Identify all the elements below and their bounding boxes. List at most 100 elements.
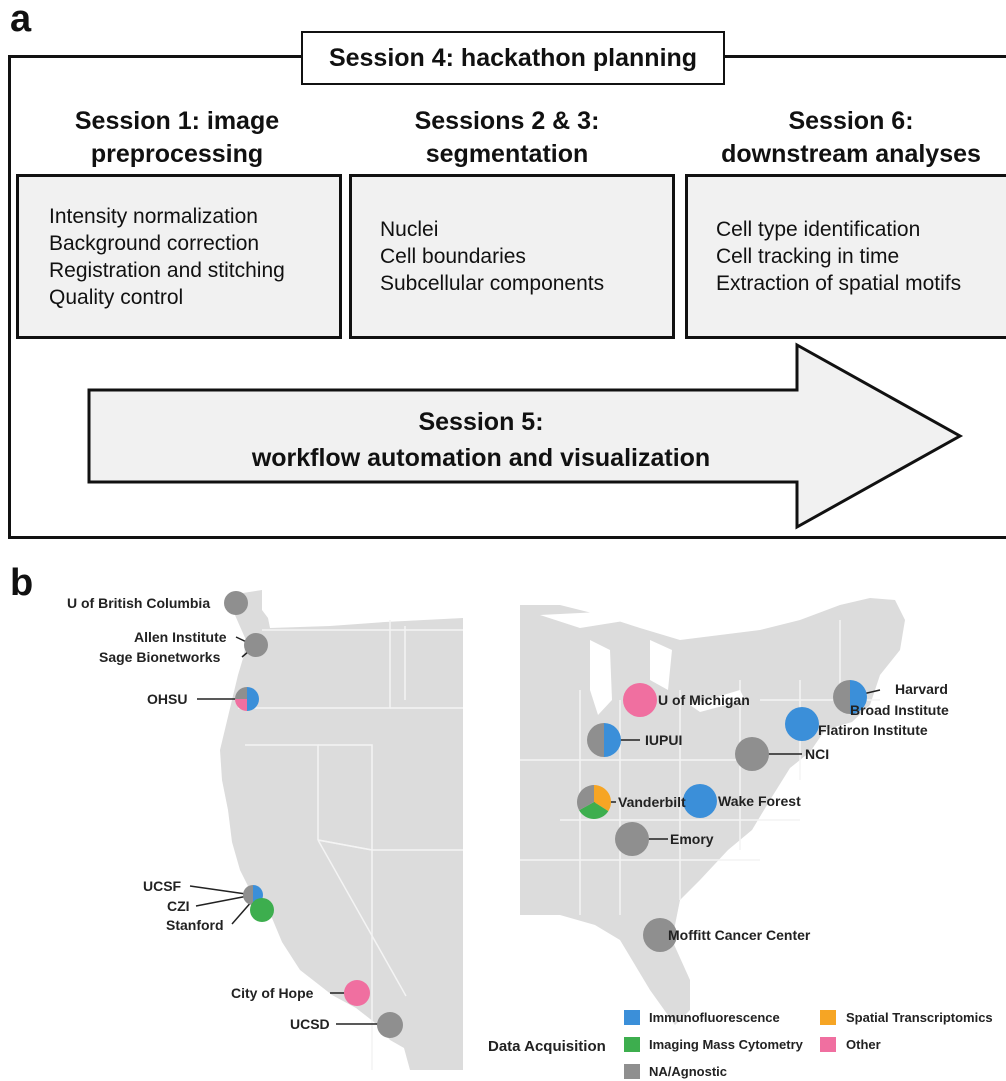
session-2-3-box: Nuclei Cell boundaries Subcellular compo…: [349, 174, 675, 339]
pie-slice: [683, 784, 717, 818]
pie-marker-u-of-british-columbia: [224, 591, 248, 615]
pie-slice: [377, 1012, 403, 1038]
west-coast-landmass: [220, 590, 463, 1070]
session-5-arrow: [87, 342, 964, 530]
session-1-title-line2: preprocessing: [90, 140, 264, 168]
pie-slice: [833, 680, 850, 714]
legend-swatch-na-agnostic: [624, 1064, 640, 1079]
pie-marker-flatiron-institute: [785, 707, 819, 741]
legend-swatch-immunofluorescence: [624, 1010, 640, 1025]
site-label-czi: CZI: [167, 898, 190, 914]
pie-slice: [224, 591, 248, 615]
pie-marker-nci: [735, 737, 769, 771]
session-1-title: Session 1: image preprocessing: [18, 105, 336, 171]
pie-marker-harvard: [833, 680, 867, 714]
pie-slice: [785, 707, 819, 741]
data-acquisition-legend: Data Acquisition Immunofluorescence Spat…: [488, 1010, 993, 1079]
pie-slice: [735, 737, 769, 771]
legend-swatch-imaging-mass-cytometry: [624, 1037, 640, 1052]
legend-title: Data Acquisition: [488, 1038, 606, 1055]
site-label-city-of-hope: City of Hope: [231, 985, 314, 1001]
session-2-3-title: Sessions 2 & 3: segmentation: [352, 105, 662, 171]
session-1-item: Intensity normalization: [49, 204, 258, 228]
pie-marker-moffitt-cancer-center: [643, 918, 677, 952]
site-label-emory: Emory: [670, 831, 714, 847]
pie-slice: [250, 898, 274, 922]
site-label-ucsd: UCSD: [290, 1016, 330, 1032]
pie-marker-ucsd: [377, 1012, 403, 1038]
session-1-item: Registration and stitching: [49, 258, 285, 282]
legend-label-other: Other: [846, 1037, 881, 1052]
pie-slice: [604, 723, 621, 757]
pie-slice: [235, 687, 247, 699]
pie-slice: [244, 633, 268, 657]
pie-slice: [344, 980, 370, 1006]
site-label-broad: Broad Institute: [850, 702, 949, 718]
site-label-ucsf: UCSF: [143, 878, 182, 894]
site-label-allen: Allen Institute: [134, 629, 227, 645]
pie-slice: [579, 802, 609, 820]
pie-slice: [587, 723, 604, 757]
session-6-item: Cell tracking in time: [716, 245, 900, 268]
session-5-label-line2: workflow automation and visualization: [251, 444, 711, 472]
site-label-stanford: Stanford: [166, 917, 224, 933]
legend-label-na-agnostic: NA/Agnostic: [649, 1064, 727, 1079]
pie-marker-vanderbilt: [576, 785, 611, 820]
session-6-item: Extraction of spatial motifs: [716, 272, 962, 295]
session-2-3-title-line2: segmentation: [425, 140, 589, 168]
session-5-label-line1: Session 5:: [418, 408, 544, 436]
session-1-item: Background correction: [49, 231, 260, 255]
site-label-vanderbilt: Vanderbilt: [618, 794, 686, 810]
legend-swatch-other: [820, 1037, 836, 1052]
legend-swatch-spatial-transcriptomics: [820, 1010, 836, 1025]
pie-slice: [247, 687, 259, 711]
session-2-3-item: Nuclei: [380, 218, 439, 241]
site-label-ohsu: OHSU: [147, 691, 187, 707]
pie-slice: [643, 918, 677, 952]
session-2-3-item: Subcellular components: [380, 272, 605, 295]
pie-marker-stanford: [250, 898, 274, 922]
site-label-moffitt: Moffitt Cancer Center: [668, 927, 811, 943]
session-6-item: Cell type identification: [716, 218, 921, 241]
pie-marker-iupui: [587, 723, 621, 757]
site-label-sage: Sage Bionetworks: [99, 649, 221, 665]
pie-slice: [623, 683, 657, 717]
lake-superior: [540, 612, 630, 628]
session-6-title: Session 6: downstream analyses: [696, 105, 1006, 171]
session-5-arrow-shape: [87, 342, 964, 530]
pie-marker-wake-forest: [683, 784, 717, 818]
session-6-title-line2: downstream analyses: [721, 140, 981, 168]
lake-michigan: [590, 640, 612, 715]
panel-a-letter: a: [10, 0, 32, 40]
session-6-box: Cell type identification Cell tracking i…: [685, 174, 1006, 339]
pie-slice: [243, 885, 253, 905]
session-1-title-line1: Session 1: image: [74, 107, 280, 135]
pie-marker-ohsu: [235, 687, 259, 711]
session-1-box: Intensity normalization Background corre…: [16, 174, 342, 339]
pie-slice: [576, 785, 594, 811]
legend-label-immunofluorescence: Immunofluorescence: [649, 1010, 780, 1025]
session-4-title: Session 4: hackathon planning: [301, 31, 725, 85]
session-2-3-title-line1: Sessions 2 & 3:: [414, 107, 600, 135]
site-label-iupui: IUPUI: [645, 732, 682, 748]
site-label-nci: NCI: [805, 746, 829, 762]
west-coast-map: [220, 590, 463, 1070]
leader-line: [189, 885, 254, 896]
pie-marker-allen-institute: [244, 633, 268, 657]
site-label-u-of-michigan: U of Michigan: [658, 692, 750, 708]
pie-slice: [850, 680, 867, 714]
site-label-flatiron: Flatiron Institute: [818, 722, 928, 738]
site-label-harvard: Harvard: [895, 681, 948, 697]
session-6-title-line1: Session 6:: [788, 107, 914, 135]
panel-b-letter: b: [10, 562, 34, 604]
pie-slice: [594, 785, 611, 812]
pie-marker-city-of-hope: [344, 980, 370, 1006]
site-labels: U of British Columbia Allen Institute Sa…: [67, 595, 949, 1032]
site-label-ubc: U of British Columbia: [67, 595, 210, 611]
lake-huron: [650, 640, 672, 690]
legend-label-spatial-transcriptomics: Spatial Transcriptomics: [846, 1010, 993, 1025]
legend-label-imaging-mass-cytometry: Imaging Mass Cytometry: [649, 1037, 804, 1052]
pie-slice: [615, 822, 649, 856]
lake-erie: [690, 690, 745, 712]
pie-marker-emory: [615, 822, 649, 856]
